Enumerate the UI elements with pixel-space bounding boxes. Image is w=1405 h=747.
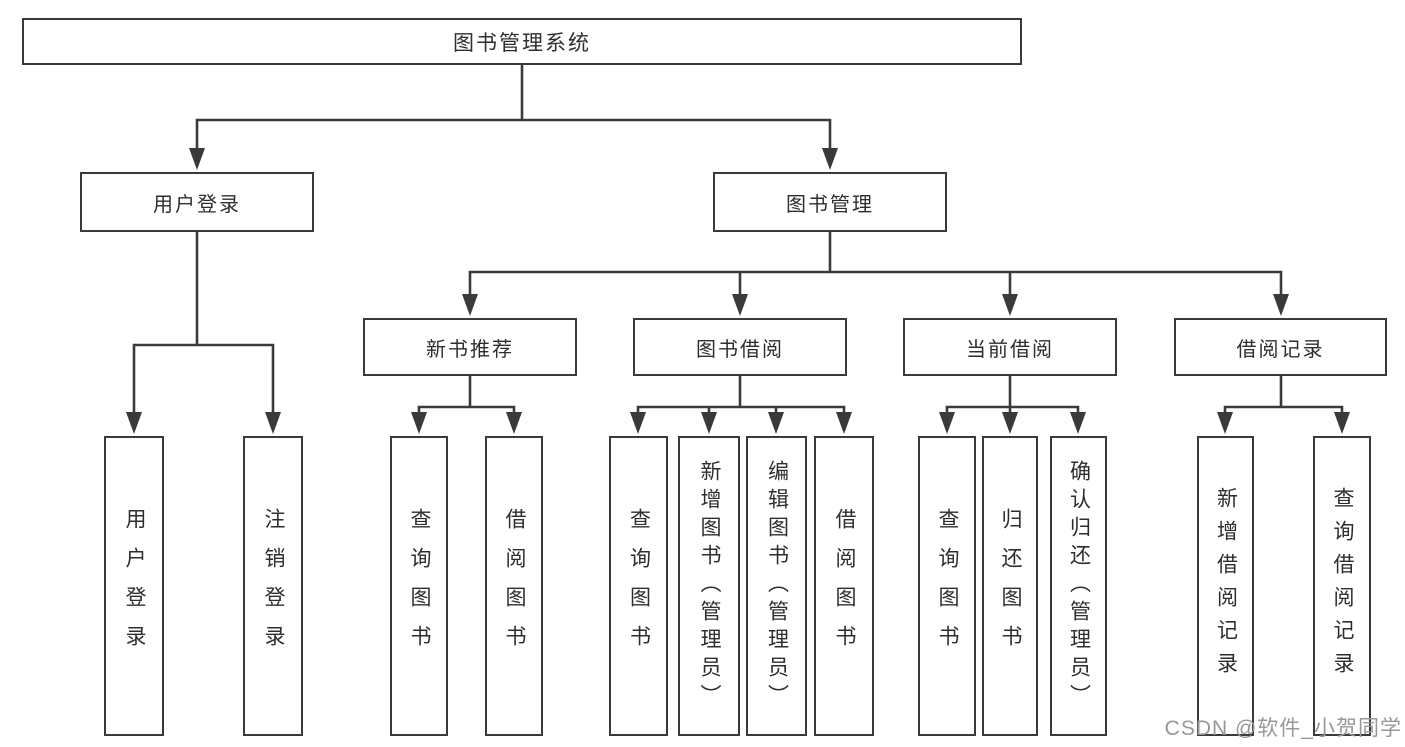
arrow-down-icon <box>411 412 427 434</box>
connector-new-book-recommend-to-leaves <box>411 376 522 434</box>
arrow-down-icon <box>1334 412 1350 434</box>
node-leaf-logout: 注销登录 <box>243 436 303 736</box>
csdn-watermark: CSDN @软件_小贺同学 <box>1164 717 1402 740</box>
node-current-borrow: 当前借阅 <box>903 318 1117 376</box>
connector-book-management-to-level3 <box>462 232 1289 316</box>
connector-borrow-record-to-leaves <box>1217 376 1350 434</box>
arrow-down-icon <box>126 412 142 434</box>
connector-user-login-to-leaves <box>126 232 281 434</box>
arrow-down-icon <box>732 294 748 316</box>
node-borrow-record: 借阅记录 <box>1174 318 1387 376</box>
node-leaf-borrow-query-book: 查询图书 <box>609 436 668 736</box>
node-leaf-current-return-book: 归还图书 <box>982 436 1038 736</box>
node-book-management: 图书管理 <box>713 172 947 232</box>
connector-root-to-level2 <box>189 65 838 170</box>
arrow-down-icon <box>1070 412 1086 434</box>
arrow-down-icon <box>939 412 955 434</box>
node-leaf-record-query: 查询借阅记录 <box>1313 436 1371 736</box>
arrow-down-icon <box>701 412 717 434</box>
arrow-down-icon <box>1002 294 1018 316</box>
arrow-down-icon <box>630 412 646 434</box>
node-book-borrow: 图书借阅 <box>633 318 847 376</box>
node-leaf-borrow-borrow-book: 借阅图书 <box>814 436 874 736</box>
arrow-down-icon <box>1273 294 1289 316</box>
node-leaf-recommend-query-book: 查询图书 <box>390 436 448 736</box>
arrow-down-icon <box>1002 412 1018 434</box>
arrow-down-icon <box>836 412 852 434</box>
node-leaf-record-add: 新增借阅记录 <box>1197 436 1254 736</box>
node-leaf-borrow-add-book-admin: 新增图书（管理员） <box>678 436 740 736</box>
node-leaf-user-login: 用户登录 <box>104 436 164 736</box>
arrow-down-icon <box>462 294 478 316</box>
arrow-down-icon <box>189 148 205 170</box>
node-leaf-current-query-book: 查询图书 <box>918 436 976 736</box>
node-leaf-current-confirm-return-admin: 确认归还（管理员） <box>1050 436 1107 736</box>
connector-current-borrow-to-leaves <box>939 376 1086 434</box>
arrow-down-icon <box>265 412 281 434</box>
arrow-down-icon <box>506 412 522 434</box>
node-leaf-recommend-borrow-book: 借阅图书 <box>485 436 543 736</box>
arrow-down-icon <box>768 412 784 434</box>
node-leaf-borrow-edit-book-admin: 编辑图书（管理员） <box>746 436 807 736</box>
connector-book-borrow-to-leaves <box>630 376 852 434</box>
arrow-down-icon <box>822 148 838 170</box>
node-new-book-recommend: 新书推荐 <box>363 318 577 376</box>
node-user-login: 用户登录 <box>80 172 314 232</box>
node-library-management-system: 图书管理系统 <box>22 18 1022 65</box>
arrow-down-icon <box>1217 412 1233 434</box>
